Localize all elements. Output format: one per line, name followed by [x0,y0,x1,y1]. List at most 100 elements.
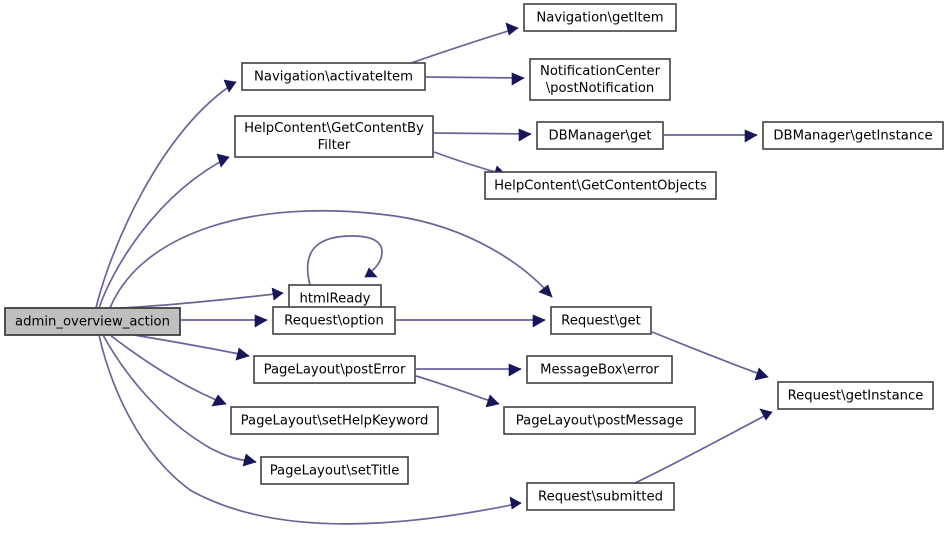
arrow-head-icon [538,284,553,298]
edge-request_option-to-request_get [396,314,546,328]
edge-line [634,411,773,484]
edge-request_get-to-request_getinstance [651,331,769,381]
edge-request_submitted-to-request_getinstance [634,408,773,484]
node-pagelayout_postmessage[interactable]: PageLayout\postMessage [503,406,696,435]
node-request_getinstance[interactable]: Request\getInstance [777,381,934,410]
node-pagelayout_sethelpkeyword[interactable]: PageLayout\setHelpKeyword [230,406,439,435]
edge-admin_overview_action-to-helpcontent_getcontentbyfilter [98,153,230,309]
node-box[interactable] [230,406,439,435]
node-request_option[interactable]: Request\option [272,306,396,335]
arrow-head-icon [509,496,522,510]
node-request_get[interactable]: Request\get [550,306,652,335]
node-label: Request\option [284,314,384,329]
node-label: PageLayout\postMessage [516,414,683,429]
nodes-layer: admin_overview_action Navigation\activate… [4,3,944,511]
arrow-head-icon [759,408,773,421]
node-box[interactable] [762,121,944,150]
node-label: PageLayout\setTitle [270,464,400,479]
node-label: NotificationCenter\postNotification [540,64,661,96]
node-box[interactable] [526,355,673,384]
node-label: admin_overview_action [15,315,170,330]
arrow-head-icon [518,128,532,142]
node-label: Request\submitted [538,490,663,505]
edge-line [306,235,383,286]
edge-dbmanager_get-to-dbmanager_getinstance [664,129,758,143]
node-label: PageLayout\setHelpKeyword [241,414,429,429]
arrow-head-icon [511,72,525,86]
node-box[interactable] [241,62,426,91]
edge-admin_overview_action-to-request_submitted [98,334,522,525]
node-messagebox_error[interactable]: MessageBox\error [526,355,673,384]
arrow-head-icon [235,347,250,361]
edge-htmlready-to-htmlready [306,235,383,286]
arrow-head-icon [505,22,519,36]
node-notificationcenter_postNotification[interactable]: NotificationCenter\postNotification [529,58,671,101]
node-dbmanager_getinstance[interactable]: DBManager\getInstance [762,121,944,150]
node-label: PageLayout\postError [264,363,406,378]
edge-admin_overview_action-to-navigation_activateItem [95,79,237,309]
node-pagelayout_settitle[interactable]: PageLayout\setTitle [260,456,409,485]
node-box[interactable] [529,58,671,101]
edge-line [98,156,230,309]
node-label: Request\getInstance [788,389,924,404]
arrow-head-icon [211,394,227,407]
node-label: htmlReady [300,292,371,307]
node-label: MessageBox\error [540,363,659,378]
arrow-head-icon [754,367,769,381]
edge-helpcontent_getcontentbyfilter-to-dbmanager_get [433,128,532,142]
arrow-head-icon [242,453,257,467]
node-box[interactable] [484,171,717,200]
node-label: Request\get [561,314,641,329]
edge-line [95,81,237,309]
edge-admin_overview_action-to-pagelayout_sethelpkeyword [109,334,227,407]
node-label: Navigation\activateItem [254,70,413,85]
node-navigation_getItem[interactable]: Navigation\getItem [523,3,677,32]
node-admin_overview_action[interactable]: admin_overview_action [4,307,181,336]
node-box[interactable] [526,482,675,511]
node-label: DBManager\getInstance [773,129,932,144]
edge-line [119,292,284,309]
edge-navigation_activateItem-to-notificationcenter_postNotification [425,72,525,86]
node-label: DBManager\get [548,129,651,144]
edge-line [433,132,532,135]
arrow-head-icon [532,314,546,328]
edge-admin_overview_action-to-request_get [109,209,553,309]
edge-admin_overview_action-to-pagelayout_posterror [133,334,250,361]
edge-navigation_activateItem-to-navigation_getItem [410,22,519,64]
node-helpcontent_getcontentobjects[interactable]: HelpContent\GetContentObjects [484,171,717,200]
arrow-head-icon [223,79,237,93]
node-box[interactable] [253,355,416,384]
node-label: Navigation\getItem [536,11,663,26]
edge-line [415,375,500,405]
edge-line [102,334,257,463]
arrow-head-icon [744,129,758,143]
edge-admin_overview_action-to-request_option [181,314,268,328]
node-navigation_activateItem[interactable]: Navigation\activateItem [241,62,426,91]
arrow-head-icon [254,314,268,328]
edge-line [425,76,525,79]
node-box[interactable] [234,115,434,158]
node-label: HelpContent\GetContentObjects [494,179,707,194]
edge-line [133,334,250,357]
node-request_submitted[interactable]: Request\submitted [526,482,675,511]
node-box[interactable] [536,121,664,150]
node-box[interactable] [4,307,181,336]
node-box[interactable] [777,381,934,410]
node-box[interactable] [523,3,677,32]
node-box[interactable] [550,306,652,335]
arrow-head-icon [216,153,230,168]
node-box[interactable] [272,306,396,335]
node-box[interactable] [503,406,696,435]
node-pagelayout_posterror[interactable]: PageLayout\postError [253,355,416,384]
edge-admin_overview_action-to-htmlready [119,287,284,309]
node-box[interactable] [260,456,409,485]
edge-line [109,334,227,405]
edge-line [98,334,522,525]
arrow-head-icon [271,287,284,301]
node-dbmanager_get[interactable]: DBManager\get [536,121,664,150]
edge-pagelayout_posterror-to-messagebox_error [416,363,522,377]
